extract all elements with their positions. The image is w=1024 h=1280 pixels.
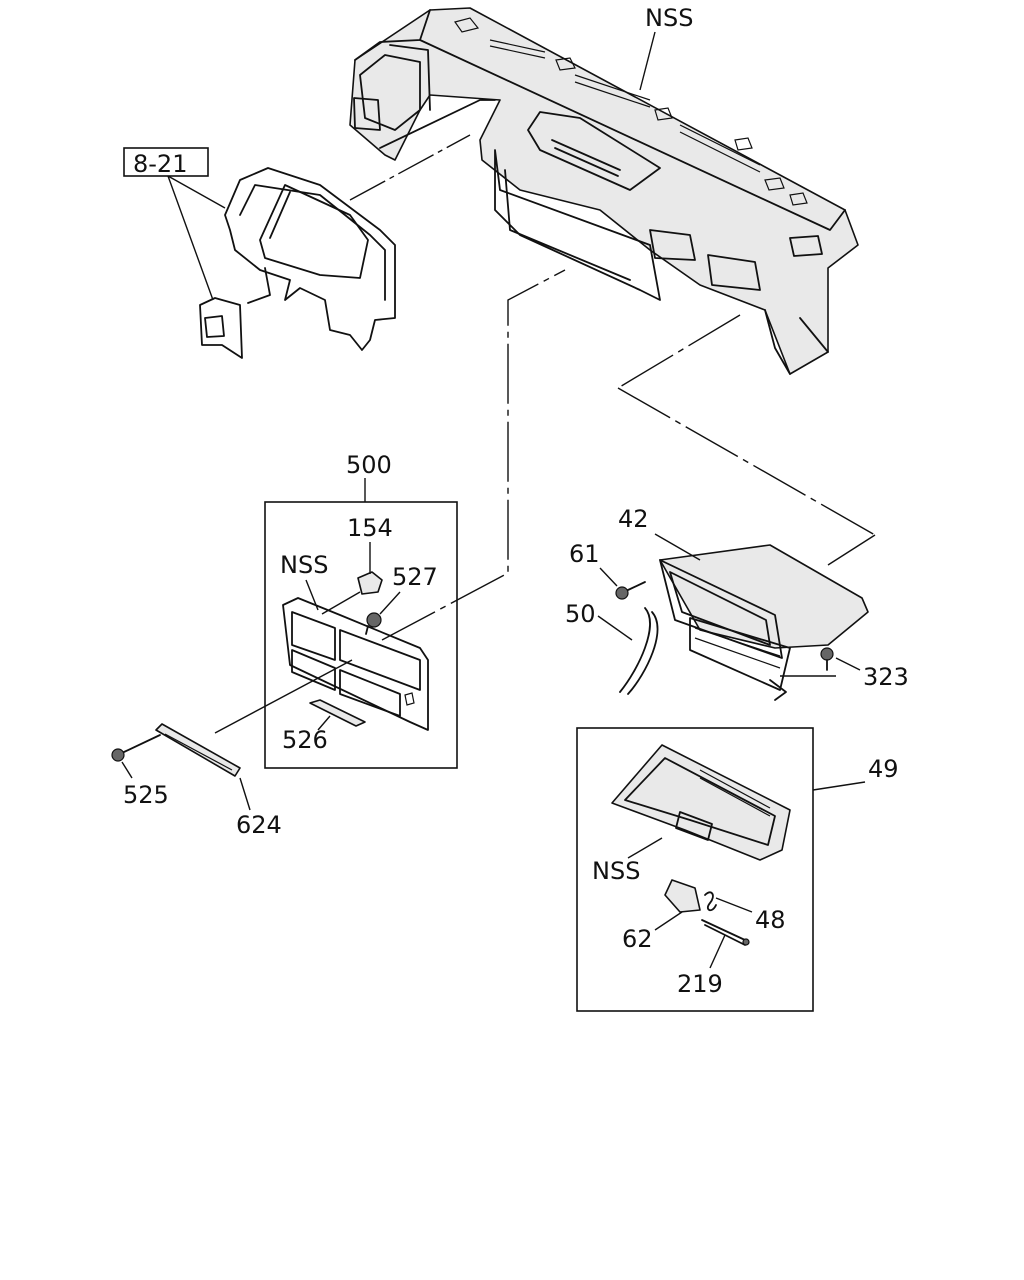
leader-nss-lid bbox=[627, 837, 663, 859]
leader-526 bbox=[317, 715, 331, 731]
dashboard-panel bbox=[349, 7, 859, 375]
glove-box-lid bbox=[611, 744, 791, 861]
screw-525 bbox=[111, 734, 161, 762]
dash-link-glovebox bbox=[617, 314, 741, 389]
latch-62 bbox=[664, 879, 701, 913]
label-526: 526 bbox=[282, 726, 328, 754]
leader-48 bbox=[715, 897, 753, 913]
assembly-box-49 bbox=[576, 727, 814, 1012]
leader-62 bbox=[654, 911, 683, 931]
leader-525 bbox=[121, 761, 133, 779]
label-500: 500 bbox=[346, 451, 392, 479]
leader-61 bbox=[599, 567, 618, 587]
weatherstrip-50 bbox=[619, 607, 659, 695]
label-49: 49 bbox=[868, 755, 899, 783]
center-bezel bbox=[282, 597, 429, 731]
leader-49 bbox=[812, 781, 866, 791]
dash-link-cluster bbox=[349, 134, 471, 201]
screw-61 bbox=[615, 581, 646, 600]
ref-box-8-21 bbox=[123, 147, 209, 177]
label-nss-bezel: NSS bbox=[280, 551, 328, 579]
dash-link-glovebox-b bbox=[617, 387, 876, 536]
meter-cluster-hood bbox=[199, 167, 396, 359]
leader-42 bbox=[654, 533, 701, 561]
leader-8-21-a bbox=[167, 175, 226, 209]
clip-154 bbox=[357, 571, 383, 595]
bracket-624 bbox=[155, 723, 241, 777]
dash-link-624 bbox=[214, 659, 353, 734]
dash-link-glovebox-c bbox=[827, 534, 876, 566]
glove-box-42 bbox=[659, 544, 869, 701]
assembly-box-500 bbox=[264, 501, 458, 769]
pin-219 bbox=[701, 919, 750, 946]
label-nss-lid: NSS bbox=[592, 857, 640, 885]
spring-48 bbox=[704, 891, 717, 912]
label-50: 50 bbox=[565, 600, 596, 628]
leader-nss-dashboard bbox=[639, 31, 656, 91]
label-323: 323 bbox=[863, 663, 909, 691]
leader-624 bbox=[239, 777, 251, 811]
leader-nss-bezel bbox=[305, 579, 319, 611]
label-ref-8-21: 8-21 bbox=[133, 150, 187, 178]
label-527: 527 bbox=[392, 563, 438, 591]
dash-link-bezel bbox=[381, 269, 566, 641]
leader-154-bezel bbox=[321, 591, 361, 615]
leader-8-21-b bbox=[167, 175, 214, 301]
leader-50 bbox=[597, 615, 633, 641]
label-42: 42 bbox=[618, 505, 649, 533]
fastener-527 bbox=[365, 612, 382, 635]
label-624: 624 bbox=[236, 811, 282, 839]
leader-527 bbox=[379, 591, 401, 615]
label-61: 61 bbox=[569, 540, 600, 568]
label-525: 525 bbox=[123, 781, 169, 809]
label-nss-dashboard: NSS bbox=[645, 4, 693, 32]
label-219: 219 bbox=[677, 970, 723, 998]
leader-219 bbox=[709, 934, 726, 969]
screw-323 bbox=[820, 647, 834, 671]
strip-526 bbox=[309, 699, 366, 727]
label-154: 154 bbox=[347, 514, 393, 542]
leader-323 bbox=[835, 657, 861, 671]
label-48: 48 bbox=[755, 906, 786, 934]
label-62: 62 bbox=[622, 925, 653, 953]
